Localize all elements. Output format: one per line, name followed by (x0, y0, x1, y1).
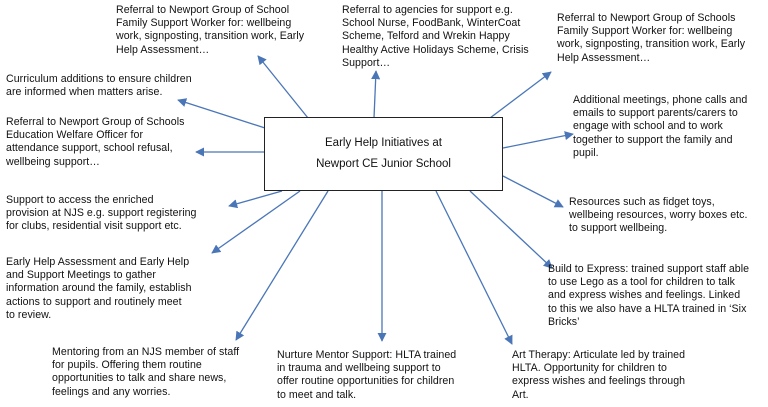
note-wellbeing-resources: Resources such as fidget toys, wellbeing… (569, 196, 748, 235)
central-title-line-1: Early Help Initiatives at (325, 137, 442, 149)
note-enriched-provision: Support to access the enriched provision… (6, 194, 197, 233)
arrow-to-art (435, 190, 513, 345)
arrow-to-top-right (489, 71, 552, 119)
note-agency-referral: Referral to agencies for support e.g. Sc… (342, 4, 529, 69)
note-early-help-assessment: Early Help Assessment and Early Help and… (6, 256, 192, 321)
note-art-therapy: Art Therapy: Articulate led by trained H… (512, 349, 686, 401)
central-title-line-2: Newport CE Junior School (316, 158, 451, 170)
arrow-to-resources (502, 175, 564, 208)
note-build-to-express: Build to Express: trained support staff … (548, 263, 750, 328)
note-nurture-mentor-support: Nurture Mentor Support: HLTA trained in … (277, 349, 457, 401)
arrow-to-mentoring (235, 190, 329, 341)
arrow-to-curriculum (177, 98, 266, 129)
note-family-support-referral-right: Referral to Newport Group of Schools Fam… (557, 12, 746, 64)
arrow-to-top-left (257, 55, 309, 119)
central-box: Early Help Initiatives at Newport CE Jun… (264, 117, 503, 191)
arrow-to-enriched (228, 190, 283, 209)
arrow-to-build (469, 190, 553, 269)
arrow-to-meetings (502, 131, 574, 149)
note-curriculum-additions: Curriculum additions to ensure children … (6, 73, 192, 99)
note-education-welfare-referral: Referral to Newport Group of Schools Edu… (6, 116, 185, 168)
arrow-to-top-center (371, 70, 381, 119)
note-family-support-referral-left: Referral to Newport Group of School Fami… (116, 4, 305, 56)
note-mentoring: Mentoring from an NJS member of staff fo… (52, 346, 240, 398)
arrow-to-assessment (211, 190, 301, 254)
note-additional-meetings: Additional meetings, phone calls and ema… (573, 94, 748, 159)
